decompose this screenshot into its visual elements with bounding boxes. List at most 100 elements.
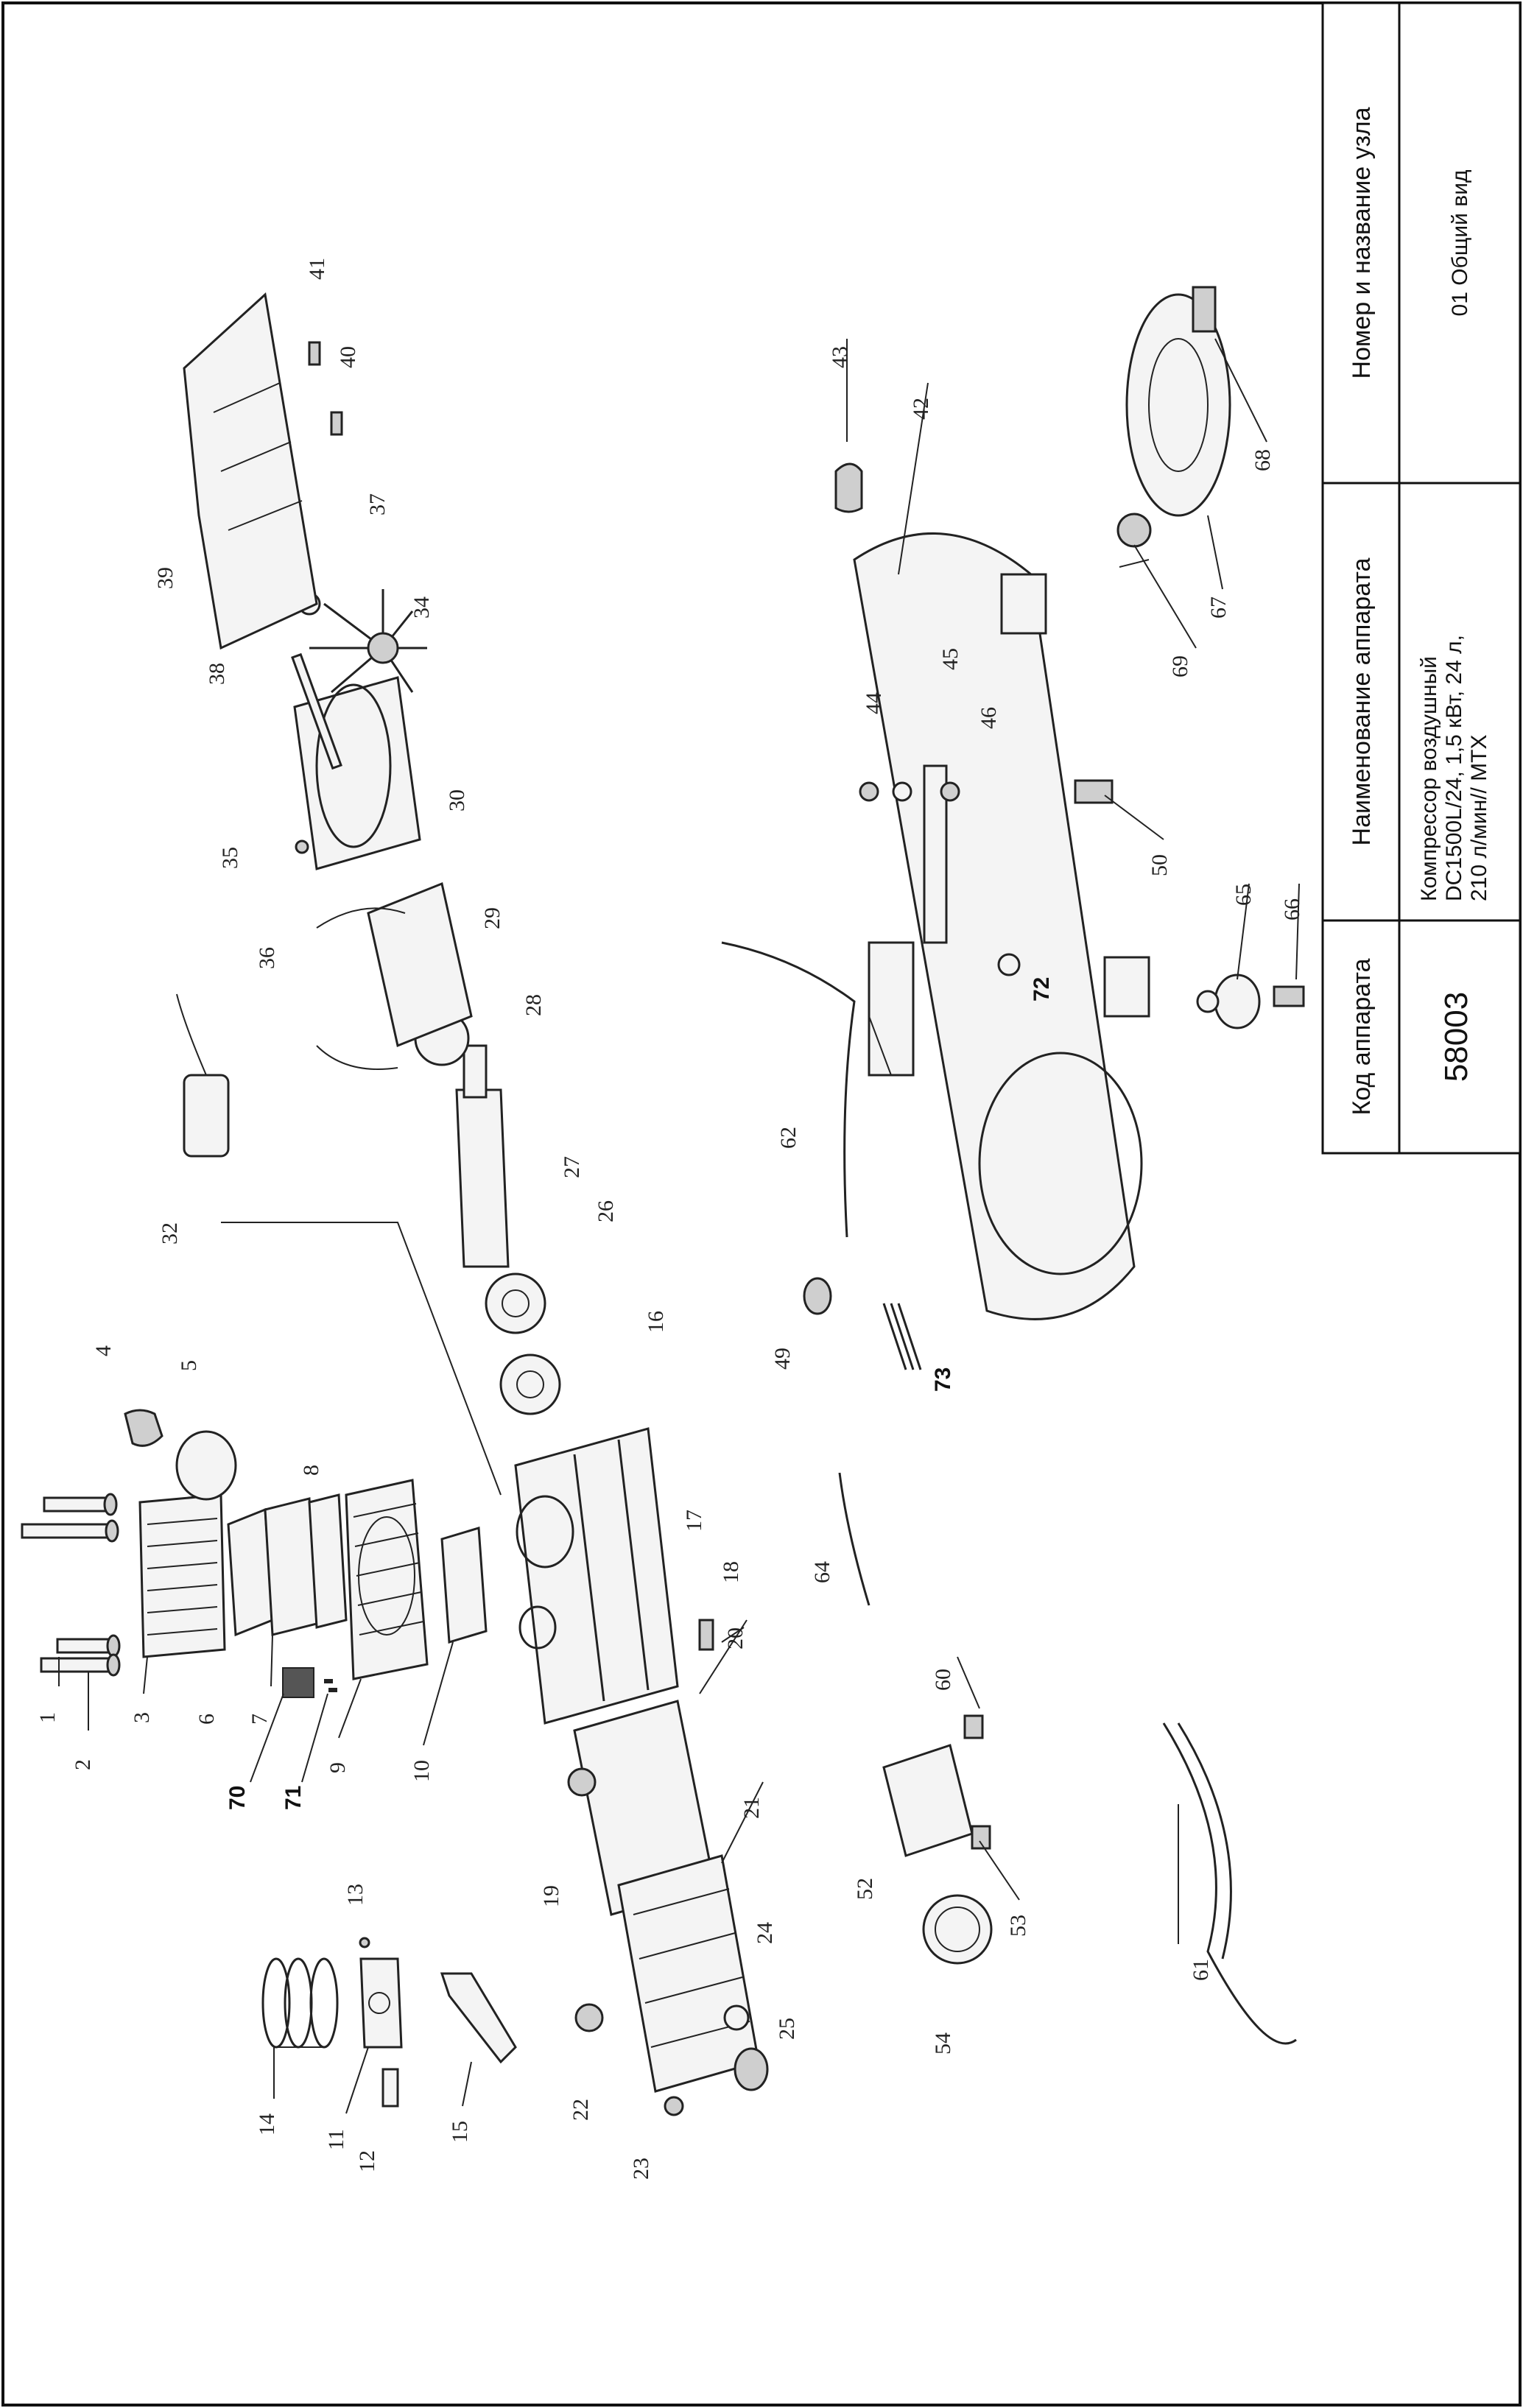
foot-washer bbox=[1196, 990, 1220, 1013]
crankcase bbox=[514, 1427, 679, 1725]
pin-clip bbox=[359, 1937, 370, 1948]
check-valve bbox=[1074, 779, 1114, 804]
label-72: 72 bbox=[1030, 977, 1054, 1001]
label-1: 1 bbox=[35, 1712, 60, 1723]
piston-pin bbox=[381, 2068, 399, 2108]
label-23: 23 bbox=[629, 2158, 653, 2180]
shroud-washer bbox=[308, 341, 321, 366]
reed-valve bbox=[282, 1667, 314, 1698]
stator bbox=[367, 881, 473, 1048]
motor-shaft bbox=[462, 1044, 488, 1099]
label-2: 2 bbox=[71, 1759, 95, 1770]
wheel-axle bbox=[1192, 286, 1217, 333]
label-45: 45 bbox=[938, 648, 963, 670]
oil-fill-plug bbox=[574, 2003, 604, 2032]
label-10: 10 bbox=[409, 1760, 434, 1782]
title-block: Код аппарата 58003 Наименование аппарата… bbox=[1321, 1, 1522, 1155]
rubber-foot bbox=[1214, 974, 1261, 1029]
label-69: 69 bbox=[1168, 655, 1192, 677]
foot-bolt bbox=[1273, 985, 1305, 1007]
pressure-switch bbox=[882, 1744, 974, 1857]
pressure-gauge bbox=[922, 1894, 993, 1965]
tank-bracket bbox=[868, 941, 915, 1077]
device-name-line-1: Компрессор воздушный bbox=[1417, 656, 1441, 901]
crankcase-group bbox=[176, 993, 769, 2116]
label-11: 11 bbox=[324, 2129, 348, 2150]
mount-bolt bbox=[859, 781, 879, 802]
label-16: 16 bbox=[644, 1311, 668, 1333]
label-52: 52 bbox=[853, 1878, 877, 1900]
label-26: 26 bbox=[594, 1200, 618, 1222]
label-24: 24 bbox=[753, 1922, 777, 1944]
head-bolt bbox=[21, 1493, 121, 1677]
assembly-header: Номер и название узла bbox=[1348, 107, 1376, 379]
label-13: 13 bbox=[343, 1884, 367, 1906]
cooling-fan bbox=[309, 589, 427, 694]
bearing-front bbox=[499, 1353, 561, 1415]
device-name-line-3: 210 л/мин// MTX bbox=[1467, 734, 1491, 901]
rotor bbox=[455, 1088, 510, 1268]
switch-fitting bbox=[963, 1714, 984, 1739]
label-39: 39 bbox=[153, 567, 177, 589]
tie-rod-nut bbox=[295, 839, 309, 854]
wheel-nut bbox=[1116, 513, 1152, 548]
label-68: 68 bbox=[1251, 449, 1275, 471]
capacitor bbox=[183, 1074, 230, 1158]
discharge-pipe bbox=[721, 941, 856, 1238]
label-15: 15 bbox=[448, 2121, 472, 2143]
piston-group bbox=[261, 1937, 517, 2108]
label-4: 4 bbox=[91, 1345, 116, 1356]
valve-gasket bbox=[308, 1493, 348, 1629]
power-cord bbox=[1162, 1722, 1297, 2045]
motor-group bbox=[183, 292, 561, 1415]
elbow-fitting bbox=[124, 1409, 163, 1447]
label-50: 50 bbox=[1147, 854, 1172, 876]
label-28: 28 bbox=[521, 994, 546, 1016]
label-21: 21 bbox=[739, 1797, 764, 1819]
air-tank bbox=[853, 532, 1136, 1320]
device-name-header: Наименование аппарата bbox=[1348, 557, 1376, 845]
label-7: 7 bbox=[247, 1714, 272, 1725]
label-36: 36 bbox=[255, 947, 279, 969]
tank-group bbox=[721, 286, 1305, 1370]
label-9: 9 bbox=[326, 1762, 350, 1773]
label-34: 34 bbox=[409, 596, 434, 619]
shroud-screw bbox=[330, 411, 343, 436]
tank-drain-valve bbox=[834, 462, 863, 513]
pipe-fitting bbox=[803, 1277, 832, 1315]
label-42: 42 bbox=[909, 398, 933, 420]
label-53: 53 bbox=[1006, 1915, 1030, 1937]
label-67: 67 bbox=[1206, 596, 1231, 619]
tank-plug bbox=[997, 953, 1021, 976]
label-71: 71 bbox=[281, 1786, 306, 1810]
label-62: 62 bbox=[776, 1127, 801, 1149]
code-header: Код аппарата bbox=[1348, 958, 1376, 1115]
label-27: 27 bbox=[560, 1156, 584, 1178]
label-29: 29 bbox=[480, 907, 504, 929]
label-18: 18 bbox=[719, 1561, 743, 1583]
oil-seal-ring bbox=[723, 2004, 750, 2031]
connecting-rod bbox=[440, 1972, 517, 2064]
mount-nut bbox=[940, 781, 960, 802]
mount-washer bbox=[892, 781, 912, 802]
label-41: 41 bbox=[305, 258, 329, 280]
sight-glass bbox=[734, 2047, 769, 2091]
label-32: 32 bbox=[158, 1222, 182, 1245]
label-25: 25 bbox=[775, 2018, 799, 2040]
tank-foot-rear bbox=[1000, 573, 1047, 635]
label-49: 49 bbox=[770, 1348, 795, 1370]
label-43: 43 bbox=[828, 346, 852, 368]
label-14: 14 bbox=[255, 2113, 279, 2136]
spring-hose bbox=[882, 1303, 922, 1370]
label-70: 70 bbox=[225, 1786, 250, 1810]
label-44: 44 bbox=[862, 692, 886, 714]
piston bbox=[359, 1957, 403, 2049]
label-22: 22 bbox=[569, 2099, 593, 2121]
drain-plug bbox=[664, 2096, 684, 2116]
fan-shroud bbox=[183, 292, 318, 650]
controls-group bbox=[838, 1472, 1297, 2045]
cylinder-head-group bbox=[21, 1409, 488, 1698]
label-66: 66 bbox=[1280, 898, 1304, 920]
